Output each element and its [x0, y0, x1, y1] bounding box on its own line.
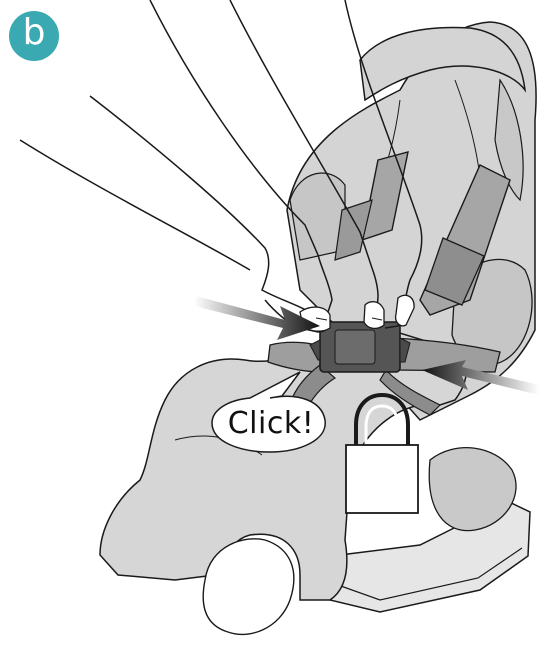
push-arrow-left-icon [194, 296, 320, 340]
left-arm [20, 0, 332, 332]
step-badge: b [9, 11, 59, 61]
click-label: Click! [218, 398, 324, 448]
